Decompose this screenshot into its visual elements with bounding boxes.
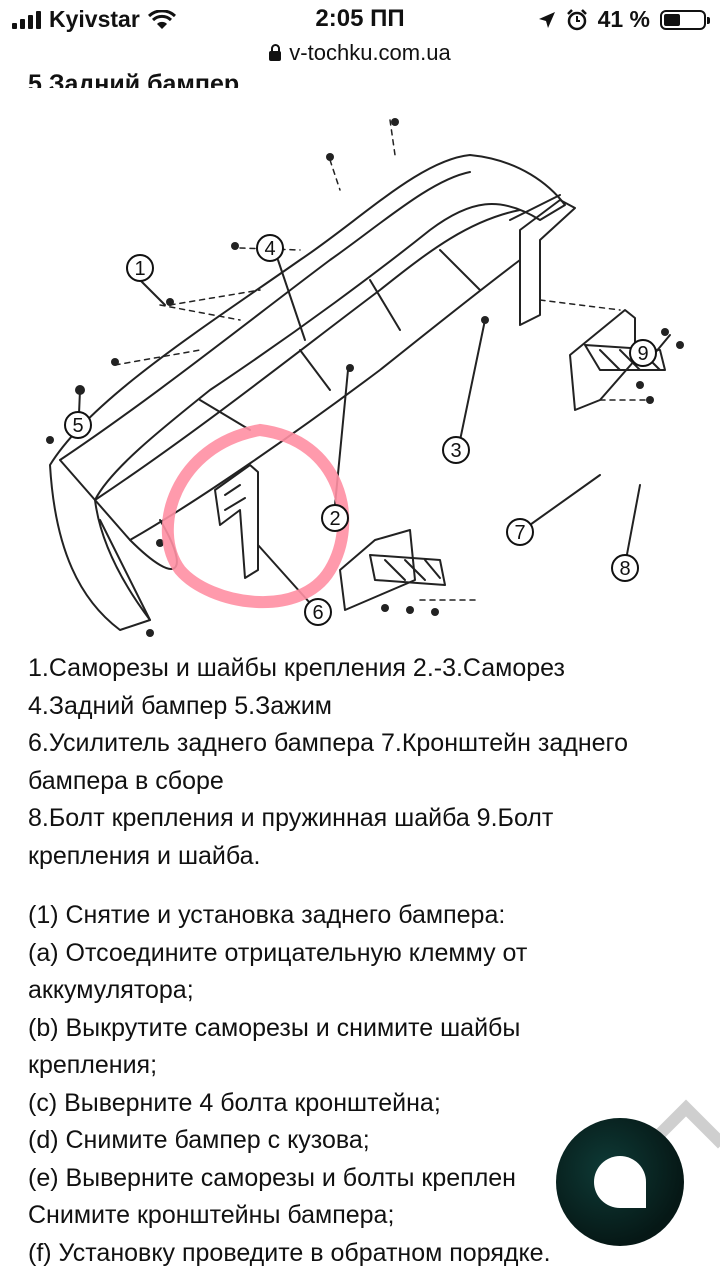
callout-8: 8	[611, 554, 639, 582]
removal-steps: (1) Снятие и установка заднего бампера: …	[28, 897, 708, 1272]
svg-text:5: 5	[72, 415, 83, 437]
callout-1: 1	[126, 254, 154, 282]
step-line: (a) Отсоедините отрицательную клемму от	[28, 938, 528, 967]
url-text: v-tochku.com.ua	[289, 40, 451, 65]
location-arrow-icon	[538, 11, 555, 28]
chat-bubble-icon	[594, 1156, 646, 1208]
step-line: аккумулятора;	[28, 976, 194, 1004]
chat-button[interactable]	[556, 1118, 684, 1246]
step-line: (1) Снятие и установка заднего бампера:	[28, 901, 506, 929]
svg-text:4: 4	[264, 238, 275, 260]
carrier-label: Kyivstar	[49, 6, 140, 32]
callout-5: 5	[64, 411, 92, 439]
parts-line: бампера в сборе	[28, 766, 224, 795]
status-right: 41 %	[538, 6, 710, 33]
signal-bars-icon	[12, 10, 41, 29]
callout-3: 3	[442, 436, 470, 464]
battery-percent: 41 %	[597, 6, 650, 32]
callout-4: 4	[256, 234, 284, 262]
bumper-diagram: 1 2 3 4 5 6 7 8 9	[46, 118, 684, 637]
parts-line: 4.Задний бампер 5.Зажим	[28, 691, 332, 720]
clock: 2:05 ПП	[315, 5, 405, 32]
svg-text:9: 9	[637, 343, 648, 365]
wifi-icon	[147, 9, 176, 29]
section-heading: 5 Задний бампер.	[28, 70, 247, 88]
bracket-assembly-7	[569, 309, 636, 411]
step-line: (d) Снимите бампер с кузова;	[28, 1126, 370, 1154]
side-bracket	[519, 199, 576, 326]
svg-text:3: 3	[450, 440, 461, 462]
svg-text:6: 6	[312, 602, 323, 624]
step-line: (f) Установку проведите в обратном поряд…	[28, 1238, 551, 1267]
callout-7: 7	[506, 518, 534, 546]
step-line: (c) Выверните 4 болта кронштейна;	[28, 1088, 441, 1117]
callout-9: 9	[629, 339, 657, 367]
highlight-circle	[161, 423, 350, 609]
status-left: Kyivstar	[12, 6, 176, 33]
alarm-clock-icon	[566, 8, 587, 30]
status-bar: Kyivstar 2:05 ПП 41 %	[0, 0, 720, 44]
callout-6: 6	[304, 598, 332, 626]
lock-icon	[269, 44, 282, 61]
reinforcement-6	[214, 464, 259, 579]
parts-legend: 1.Саморезы и шайбы крепления 2.-3.Саморе…	[28, 650, 708, 875]
lower-bracket	[339, 529, 416, 611]
rear-bumper-outline	[49, 154, 566, 631]
parts-line: 8.Болт крепления и пружинная шайба 9.Бол…	[28, 804, 554, 832]
svg-text:8: 8	[619, 558, 630, 580]
svg-text:2: 2	[329, 508, 340, 530]
step-line: Снимите кронштейны бампера;	[28, 1201, 395, 1229]
svg-text:7: 7	[514, 522, 525, 544]
battery-icon	[660, 9, 710, 30]
callouts: 1 2 3 4 5 6 7 8 9	[64, 234, 657, 626]
step-line: (b) Выкрутите саморезы и снимите шайбы	[28, 1013, 521, 1042]
step-line: (e) Выверните саморезы и болты креплен	[28, 1163, 516, 1192]
step-line: крепления;	[28, 1051, 158, 1079]
parts-line: 1.Саморезы и шайбы крепления 2.-3.Саморе…	[28, 654, 565, 682]
parts-line: крепления и шайба.	[28, 841, 261, 870]
parts-line: 6.Усилитель заднего бампера 7.Кронштейн …	[28, 729, 628, 757]
callout-2: 2	[321, 504, 349, 532]
article-content: 1.Саморезы и шайбы крепления 2.-3.Саморе…	[28, 650, 708, 1272]
chevron-up-icon[interactable]	[646, 1090, 720, 1150]
svg-text:1: 1	[134, 258, 145, 280]
url-bar[interactable]: v-tochku.com.ua	[0, 40, 720, 68]
